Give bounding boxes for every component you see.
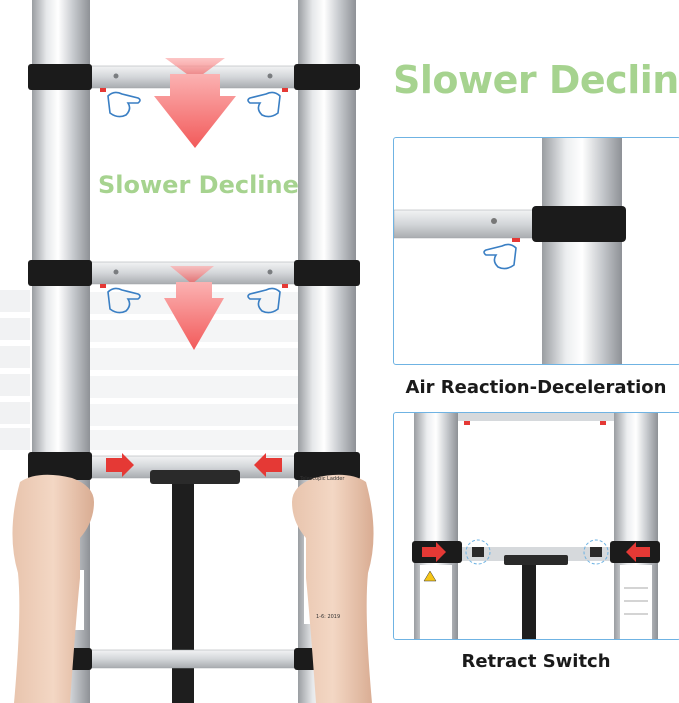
air-reaction-illustration (394, 138, 626, 364)
ladder-heading: Slower Decline (98, 171, 299, 199)
sticker-brand-text: Telescopic Ladder (300, 476, 345, 482)
air-reaction-caption: Air Reaction-Deceleration (405, 377, 667, 398)
ladder-illustration (0, 0, 374, 703)
retract-switch-panel (393, 412, 679, 640)
page-title: Slower Decline (393, 58, 679, 102)
air-reaction-panel (393, 137, 679, 365)
right-hand (292, 474, 374, 703)
left-hand (12, 474, 94, 703)
retract-switch-caption: Retract Switch (461, 651, 611, 672)
press-icon-left-mid (107, 287, 141, 314)
press-icon-left-top (107, 91, 141, 118)
down-arrow-top (154, 58, 236, 148)
press-icon (483, 243, 517, 270)
sticker-code-text: 1-6: 2019 (316, 614, 341, 620)
rung-bottom (28, 648, 360, 670)
down-arrow-middle (164, 266, 224, 350)
press-icon-right-mid (247, 287, 281, 314)
retract-switch-illustration (412, 413, 660, 639)
press-icon-right-top (247, 91, 281, 118)
rung-lower (28, 452, 360, 703)
